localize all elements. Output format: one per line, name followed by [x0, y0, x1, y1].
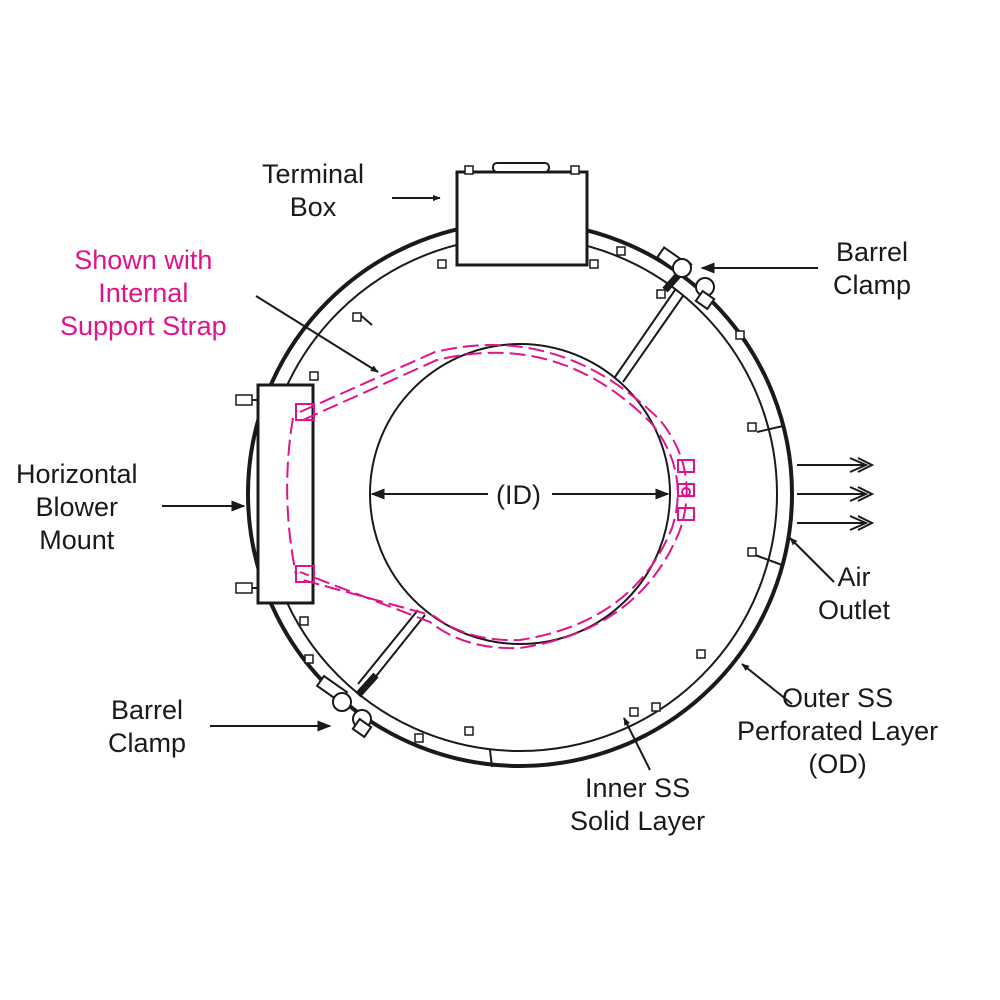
support-strap-line-1: Shown with [74, 245, 213, 275]
leader-arrows [162, 194, 835, 771]
terminal-box [455, 162, 589, 267]
barrel-clamp-bottom-label: Barrel Clamp [108, 694, 186, 760]
outer-layer-label: Outer SS Perforated Layer (OD) [737, 682, 938, 781]
horizontal-blower-line-2: Blower [35, 492, 119, 522]
terminal-box-line-2: Box [289, 192, 337, 222]
horizontal-blower-line-1: Horizontal [16, 459, 138, 489]
barrel-clamp-top-line-1: Barrel [836, 237, 909, 267]
air-outlet-label: Air Outlet [818, 561, 890, 627]
fastener-tabs [299, 246, 757, 743]
inner-layer-label: Inner SS Solid Layer [570, 772, 705, 838]
inner-layer-line-1: Inner SS [585, 773, 691, 803]
outer-layer-line-1: Outer SS [782, 683, 894, 713]
terminal-box-label: Terminal Box [262, 158, 364, 224]
terminal-box-line-1: Terminal [262, 159, 365, 189]
air-outlet-arrows [797, 457, 875, 531]
air-outlet-line-2: Outlet [818, 595, 891, 625]
barrel-clamp-bottom-line-2: Clamp [108, 728, 187, 758]
support-strap-line-2: Internal [98, 278, 189, 308]
outer-layer-line-2: Perforated Layer [737, 716, 939, 746]
id-label: (ID) [496, 480, 541, 510]
outer-layer-line-3: (OD) [808, 749, 867, 779]
support-strap-label: Shown with Internal Support Strap [60, 244, 227, 343]
barrel-clamp-bottom-line-1: Barrel [111, 695, 184, 725]
barrel-clamp-top-line-2: Clamp [833, 270, 912, 300]
barrel-clamp-hardware-top [655, 246, 716, 311]
barrel-clamp-top-label: Barrel Clamp [833, 236, 911, 302]
air-outlet-line-1: Air [837, 562, 871, 592]
horizontal-blower-line-3: Mount [39, 525, 115, 555]
support-strap-line-3: Support Strap [60, 311, 227, 341]
horizontal-blower-label: Horizontal Blower Mount [16, 458, 138, 557]
barrel-clamp-hardware-bottom [315, 674, 373, 739]
inner-layer-line-2: Solid Layer [570, 806, 706, 836]
internal-support-strap [286, 343, 695, 650]
